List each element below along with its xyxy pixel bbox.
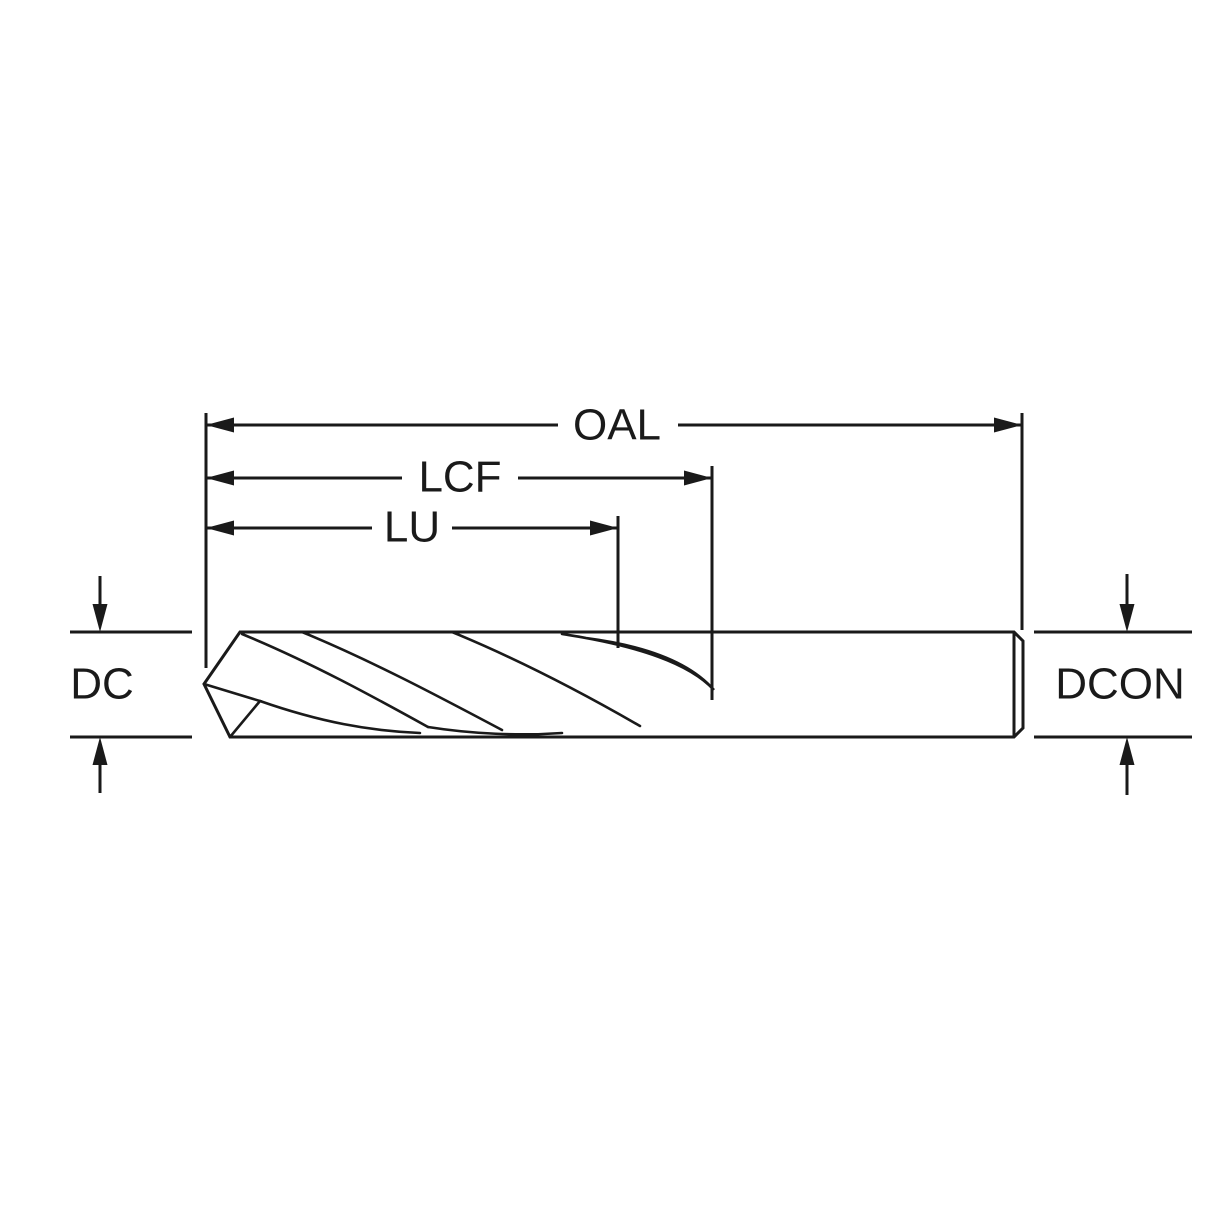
lcf-arrow-right <box>684 470 712 486</box>
flute-spiral-5 <box>426 725 564 736</box>
dc-arrow-top <box>92 604 108 632</box>
tip-facet-line <box>202 682 263 739</box>
flute-spiral-2 <box>258 699 422 735</box>
flute-spiral-1 <box>240 632 430 729</box>
lu-dimension: LU <box>206 503 618 552</box>
dcon-arrow-bottom <box>1119 737 1135 765</box>
flute-spiral-4 <box>450 630 642 728</box>
oal-arrow-left <box>206 417 234 433</box>
lcf-arrow-left <box>206 470 234 486</box>
oal-arrow-right <box>994 417 1022 433</box>
dcon-arrow-top <box>1119 604 1135 632</box>
oal-dimension: OAL <box>206 401 1022 450</box>
lcf-dimension: LCF <box>206 453 712 502</box>
flute-spiral-3 <box>300 630 504 732</box>
lu-label: LU <box>384 503 440 552</box>
dcon-label: DCON <box>1055 660 1185 709</box>
lcf-label: LCF <box>418 453 501 502</box>
oal-label: OAL <box>573 401 661 450</box>
drill-body <box>202 630 1025 739</box>
extension-lines <box>204 413 1024 700</box>
drill-outline <box>202 630 1025 739</box>
lu-arrow-left <box>206 520 234 536</box>
dcon-dimension: DCON <box>1034 574 1192 795</box>
lu-arrow-right <box>590 520 618 536</box>
dc-arrow-bottom <box>92 737 108 765</box>
flute-runout <box>560 632 715 691</box>
dc-dimension: DC <box>70 576 192 793</box>
dc-label: DC <box>70 660 134 709</box>
